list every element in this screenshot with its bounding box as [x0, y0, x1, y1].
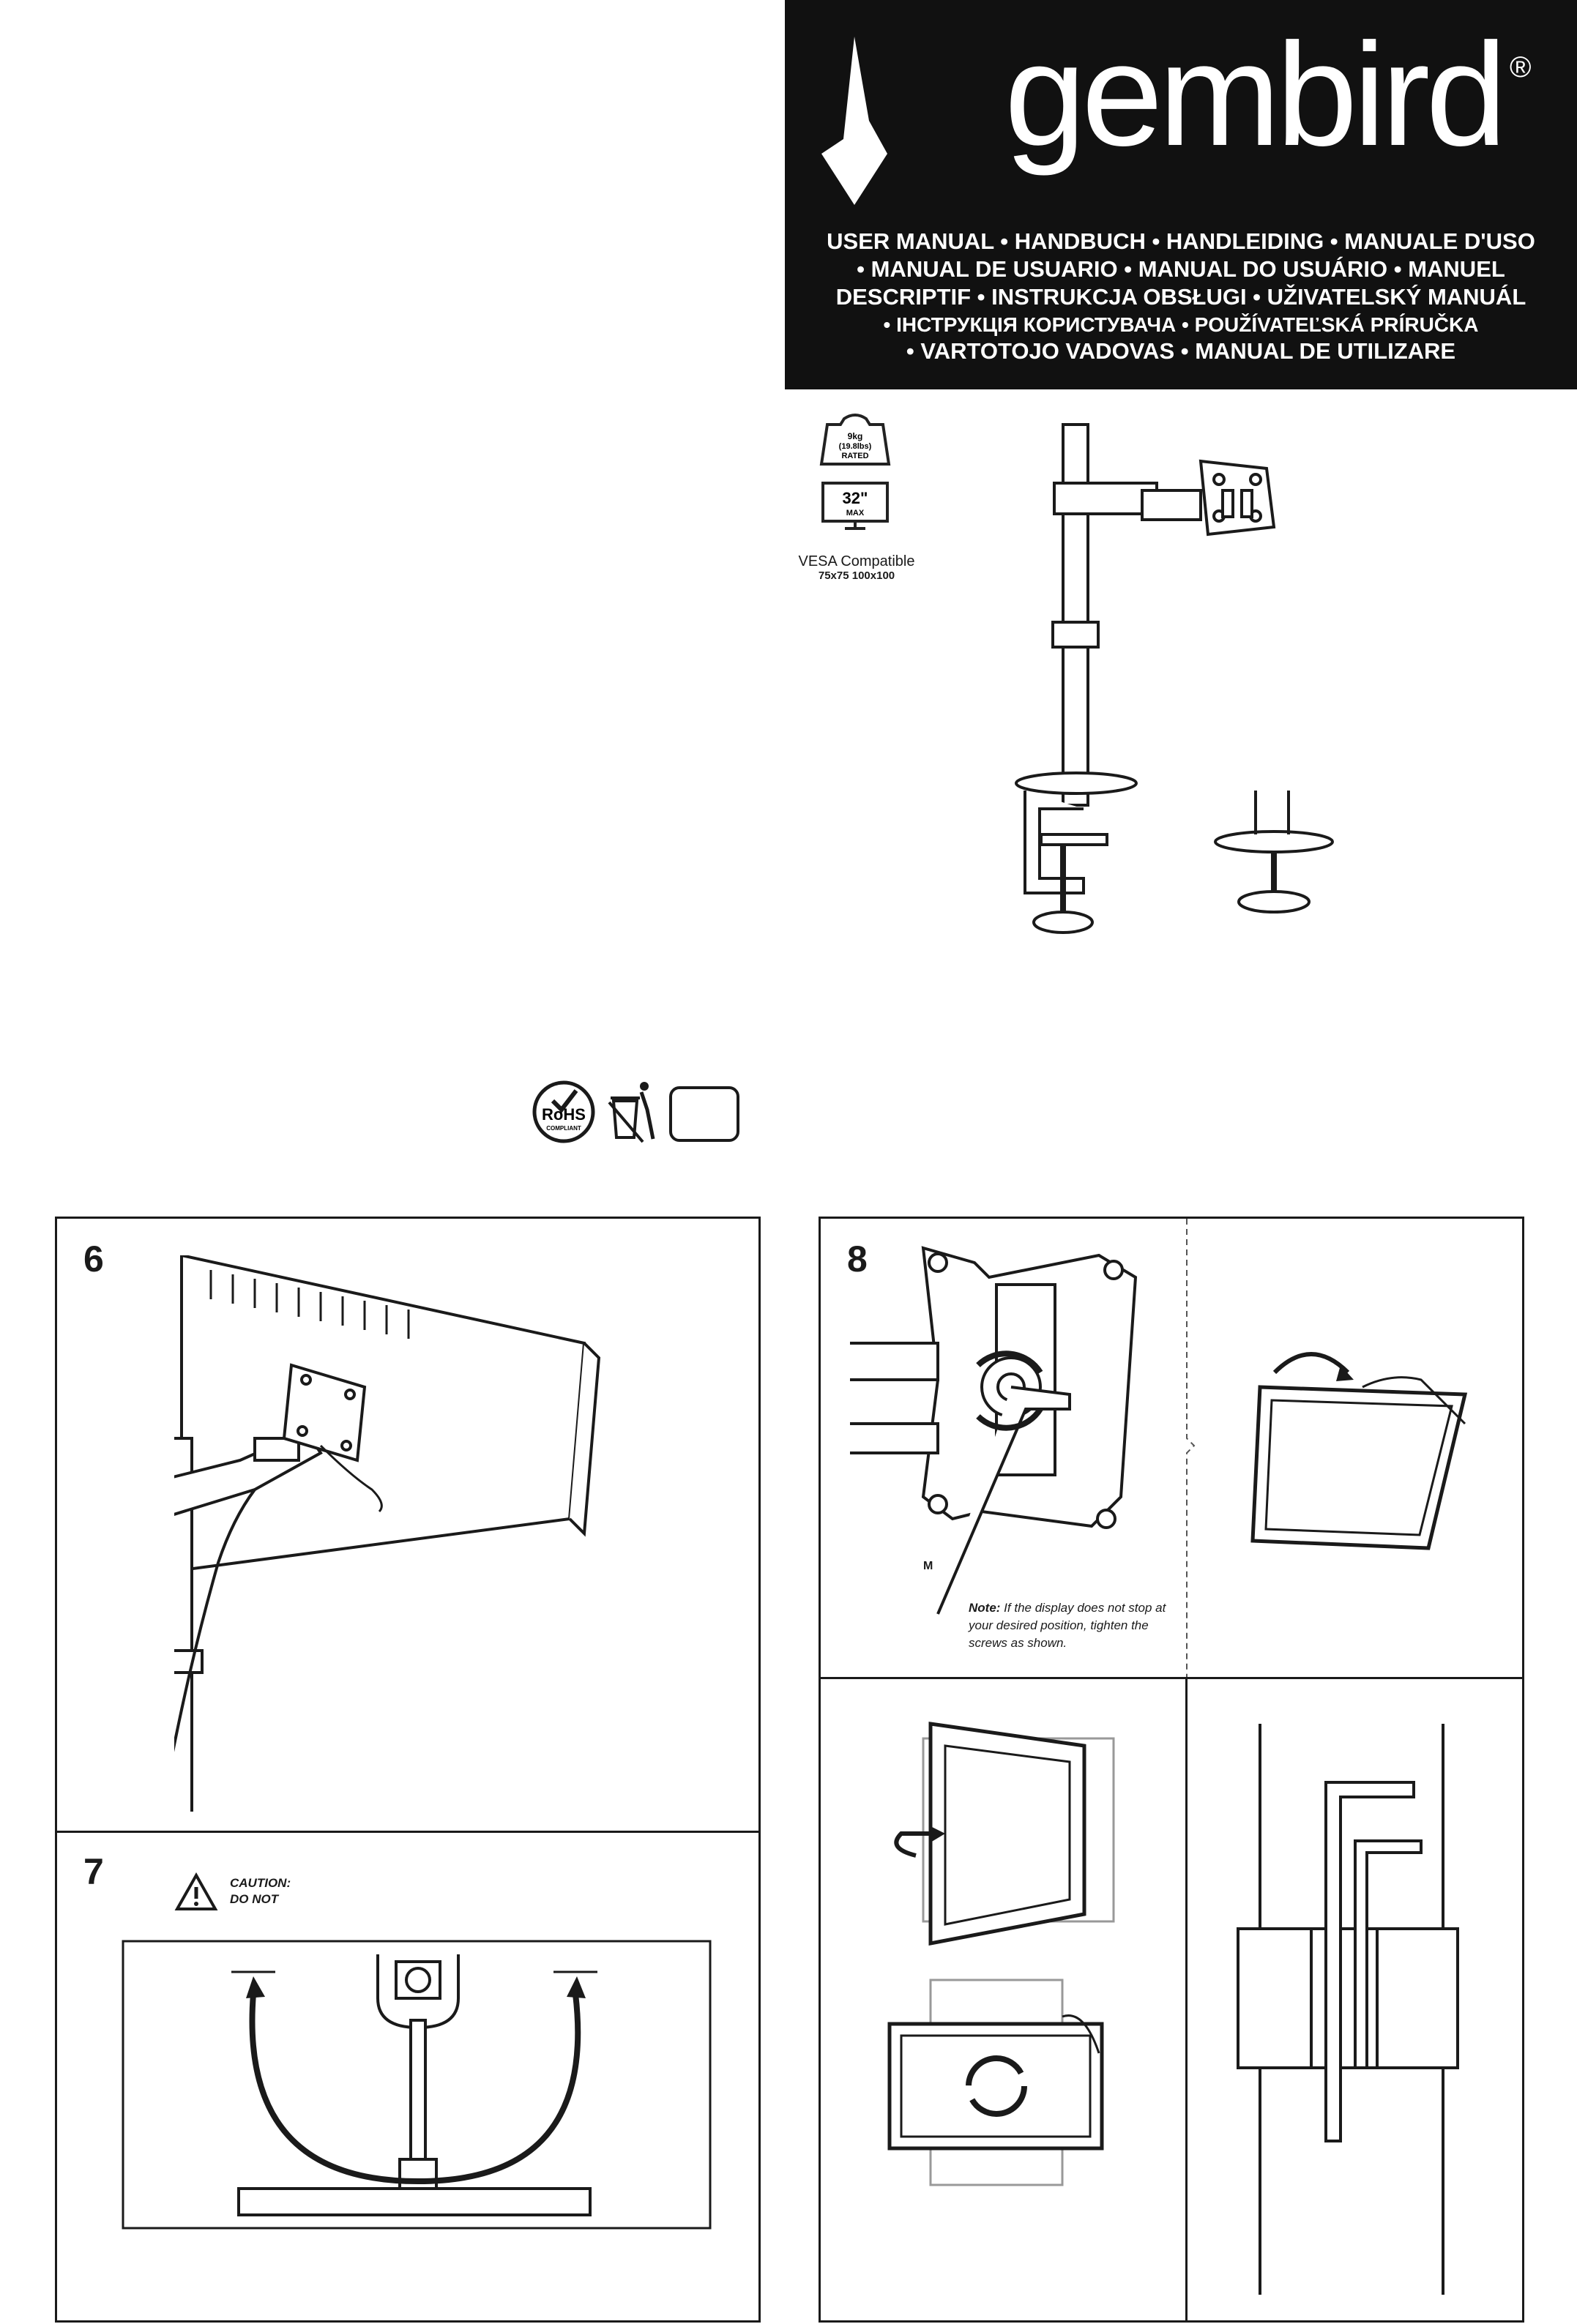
- note-text: If the display does not stop at your des…: [969, 1601, 1166, 1650]
- manual-languages-line-4: • ІНСТРУКЦІЯ КОРИСТУВАЧА • POUŽÍVATEĽSKÁ…: [883, 313, 1479, 336]
- step-8-note: Note: If the display does not stop at yo…: [969, 1599, 1188, 1652]
- step-7-number: 7: [83, 1851, 104, 1892]
- vesa-title: VESA Compatible: [798, 553, 915, 569]
- m-label: M: [923, 1560, 933, 1572]
- manual-languages-line-5: • VARTOTOJO VADOVAS • MANUAL DE UTILIZAR…: [906, 338, 1456, 364]
- gembird-logo-icon: [821, 37, 887, 205]
- header-banner: gembird ® USER MANUAL • HANDBUCH • HANDL…: [785, 0, 1577, 389]
- weight-rating-icon: 9kg (19.8lbs) RATED: [819, 414, 891, 466]
- step-6-illustration: [174, 1255, 601, 1812]
- ce-mark-box: [669, 1086, 739, 1142]
- note-label: Note:: [969, 1601, 1001, 1615]
- step-7-illustration: [122, 1940, 712, 2230]
- crossed-bin-icon: [608, 1082, 655, 1143]
- step-8-rotate-illustration: [887, 1979, 1104, 2186]
- rohs-icon: RoHS COMPLIANT: [532, 1080, 595, 1143]
- screen-size-value: 32": [843, 489, 868, 507]
- step-7-panel: 7 CAUTION: DO NOT: [55, 1831, 761, 2323]
- step-6-panel: 6: [55, 1217, 761, 1833]
- monitor-arm-illustration: [1015, 423, 1334, 934]
- step-8-tighten-illustration: [850, 1246, 1138, 1615]
- rohs-sub: COMPLIANT: [546, 1125, 581, 1132]
- weight-value: 9kg: [848, 431, 863, 441]
- weight-rated: RATED: [841, 452, 868, 460]
- caution-icon: [174, 1872, 218, 1910]
- step-8-number: 8: [847, 1238, 868, 1279]
- registered-mark: ®: [1510, 51, 1532, 83]
- step-6-number: 6: [83, 1238, 104, 1279]
- weight-lbs: (19.8lbs): [839, 442, 872, 451]
- step-8-tilt-illustration: [1250, 1352, 1468, 1550]
- step-8-swivel-illustration: [894, 1722, 1115, 1946]
- caution-line-2: DO NOT: [230, 1892, 279, 1906]
- screen-size-icon: 32" MAX: [821, 482, 889, 530]
- caution-line-1: CAUTION:: [230, 1876, 291, 1890]
- rohs-label: RoHS: [542, 1105, 586, 1124]
- step-8-dashed-divider: [1186, 1219, 1196, 1677]
- step-8-tool-storage-illustration: [1237, 1724, 1459, 2295]
- screen-size-max: MAX: [846, 509, 865, 518]
- brand-name: gembird: [1004, 13, 1507, 176]
- manual-languages-line-3: DESCRIPTIF • INSTRUKCJA OBSŁUGI • UŽIVAT…: [835, 284, 1526, 310]
- manual-languages-line-1: USER MANUAL • HANDBUCH • HANDLEIDING • M…: [827, 228, 1535, 254]
- step-8-divider-vertical: [1185, 1679, 1188, 2320]
- step-8-panel: 8 M Note: If the display does not stop a…: [819, 1217, 1524, 2323]
- manual-languages-line-2: • MANUAL DE USUARIO • MANUAL DO USUÁRIO …: [857, 256, 1505, 282]
- vesa-sizes: 75x75 100x100: [818, 569, 895, 582]
- step-8-divider-horizontal: [821, 1677, 1522, 1679]
